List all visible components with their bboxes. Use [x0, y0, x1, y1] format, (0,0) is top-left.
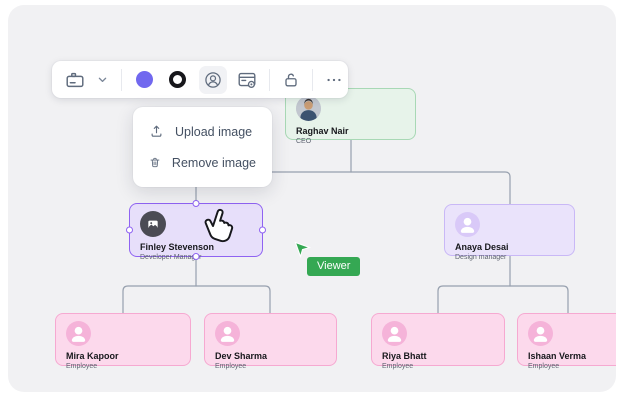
menu-item-remove-image[interactable]: Remove image	[133, 147, 272, 178]
node-name: Finley Stevenson	[140, 242, 215, 252]
more-icon[interactable]	[324, 70, 344, 90]
avatar-icon[interactable]	[199, 65, 227, 94]
trash-icon	[150, 157, 160, 168]
stroke-color-swatch[interactable]	[169, 71, 186, 88]
id-badge-icon[interactable]	[64, 69, 86, 91]
node-name: Raghav Nair	[296, 126, 349, 136]
person-avatar	[66, 321, 91, 346]
image-context-menu: Upload image Remove image	[133, 107, 272, 187]
node-name: Ishaan Verma	[528, 351, 587, 361]
upload-icon	[151, 125, 162, 137]
org-node-mira-kapoor[interactable]: Mira Kapoor Employee	[55, 313, 191, 370]
fill-color-swatch[interactable]	[136, 71, 153, 88]
menu-item-label: Remove image	[171, 155, 256, 170]
selection-handle-left[interactable]	[126, 226, 133, 234]
selection-handle-right[interactable]	[259, 226, 266, 234]
node-name: Anaya Desai	[455, 242, 509, 252]
node-role: Employee	[382, 363, 414, 370]
node-role: CEO	[296, 138, 312, 145]
image-placeholder-avatar	[140, 211, 166, 237]
org-node-dev-sharma[interactable]: Dev Sharma Employee	[204, 313, 337, 370]
card-visibility-icon[interactable]	[236, 69, 258, 91]
unlock-icon[interactable]	[281, 70, 301, 90]
selection-handle-bottom[interactable]	[192, 253, 200, 260]
node-name: Riya Bhatt	[382, 351, 427, 361]
profile-photo-avatar	[296, 96, 321, 121]
node-role: Design manager	[455, 254, 507, 261]
org-node-ishaan-verma[interactable]: Ishaan Verma Employee	[517, 313, 616, 370]
menu-item-label: Upload image	[175, 124, 253, 139]
collaborator-badge: Viewer	[307, 257, 361, 276]
toolbar-divider	[312, 68, 313, 91]
toolbar-divider	[121, 68, 122, 91]
node-toolbar	[52, 61, 348, 98]
toolbar-divider	[269, 68, 270, 91]
org-chart-canvas[interactable]: Raghav Nair CEO Finley Stevenson Develop…	[8, 5, 616, 392]
node-name: Dev Sharma	[215, 351, 268, 361]
person-avatar	[528, 321, 553, 346]
node-role: Developer Manager	[140, 254, 202, 261]
menu-item-upload-image[interactable]: Upload image	[133, 116, 272, 147]
viewer-cursor-icon	[294, 241, 312, 259]
org-node-riya-bhatt[interactable]: Riya Bhatt Employee	[371, 313, 505, 370]
org-node-anaya-desai[interactable]: Anaya Desai Design manager	[444, 204, 575, 261]
org-node-finley-stevenson[interactable]: Finley Stevenson Developer Manager	[126, 200, 266, 261]
chevron-down-icon[interactable]	[95, 72, 110, 87]
node-role: Employee	[66, 363, 98, 370]
selection-handle-top[interactable]	[192, 200, 200, 207]
person-avatar	[382, 321, 407, 346]
org-node-raghav-nair[interactable]: Raghav Nair CEO	[285, 88, 416, 145]
node-role: Employee	[215, 363, 247, 370]
hand-pointer-icon	[204, 208, 234, 243]
node-name: Mira Kapoor	[66, 351, 119, 361]
node-role: Employee	[528, 363, 560, 370]
person-avatar	[455, 212, 480, 237]
person-avatar	[215, 321, 240, 346]
